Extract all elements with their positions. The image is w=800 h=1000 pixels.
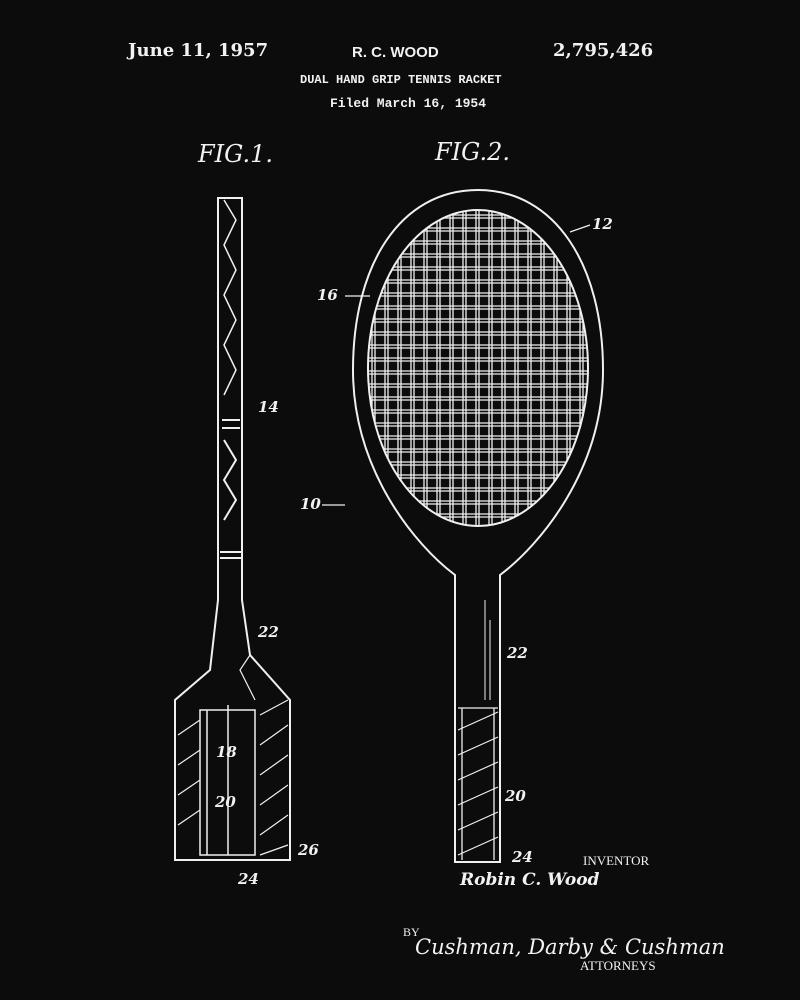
inventor-label: INVENTOR — [583, 853, 650, 868]
ref-10: 10 — [300, 495, 321, 513]
inventor-signature: Robin C. Wood — [460, 870, 600, 890]
fig2-label: FIG.2. — [435, 138, 510, 166]
ref-20-fig2: 20 — [505, 787, 526, 805]
racket-strings — [368, 210, 588, 526]
ref-14: 14 — [258, 398, 279, 416]
fig1-side-view — [174, 197, 291, 861]
fig2-front-view — [322, 188, 605, 863]
attorney-signature: Cushman, Darby & Cushman — [415, 935, 725, 959]
ref-24: 24 — [238, 870, 259, 888]
inventor-name-header: R. C. WOOD — [352, 44, 439, 61]
ref-12: 12 — [592, 215, 613, 233]
ref-22-fig2: 22 — [507, 644, 528, 662]
by-label: BY — [403, 925, 420, 939]
ref-16: 16 — [317, 286, 338, 304]
patent-number: 2,795,426 — [553, 40, 654, 61]
ref-26: 26 — [298, 841, 319, 859]
ref-20: 20 — [215, 793, 236, 811]
filed-date: Filed March 16, 1954 — [330, 96, 487, 111]
patent-date: June 11, 1957 — [128, 40, 269, 61]
fig1-label: FIG.1. — [198, 140, 273, 168]
ref-22: 22 — [258, 623, 279, 641]
ref-18: 18 — [216, 743, 237, 761]
attorneys-label: ATTORNEYS — [580, 958, 656, 973]
ref-24-fig2: 24 — [512, 848, 533, 866]
patent-title: DUAL HAND GRIP TENNIS RACKET — [300, 73, 502, 87]
